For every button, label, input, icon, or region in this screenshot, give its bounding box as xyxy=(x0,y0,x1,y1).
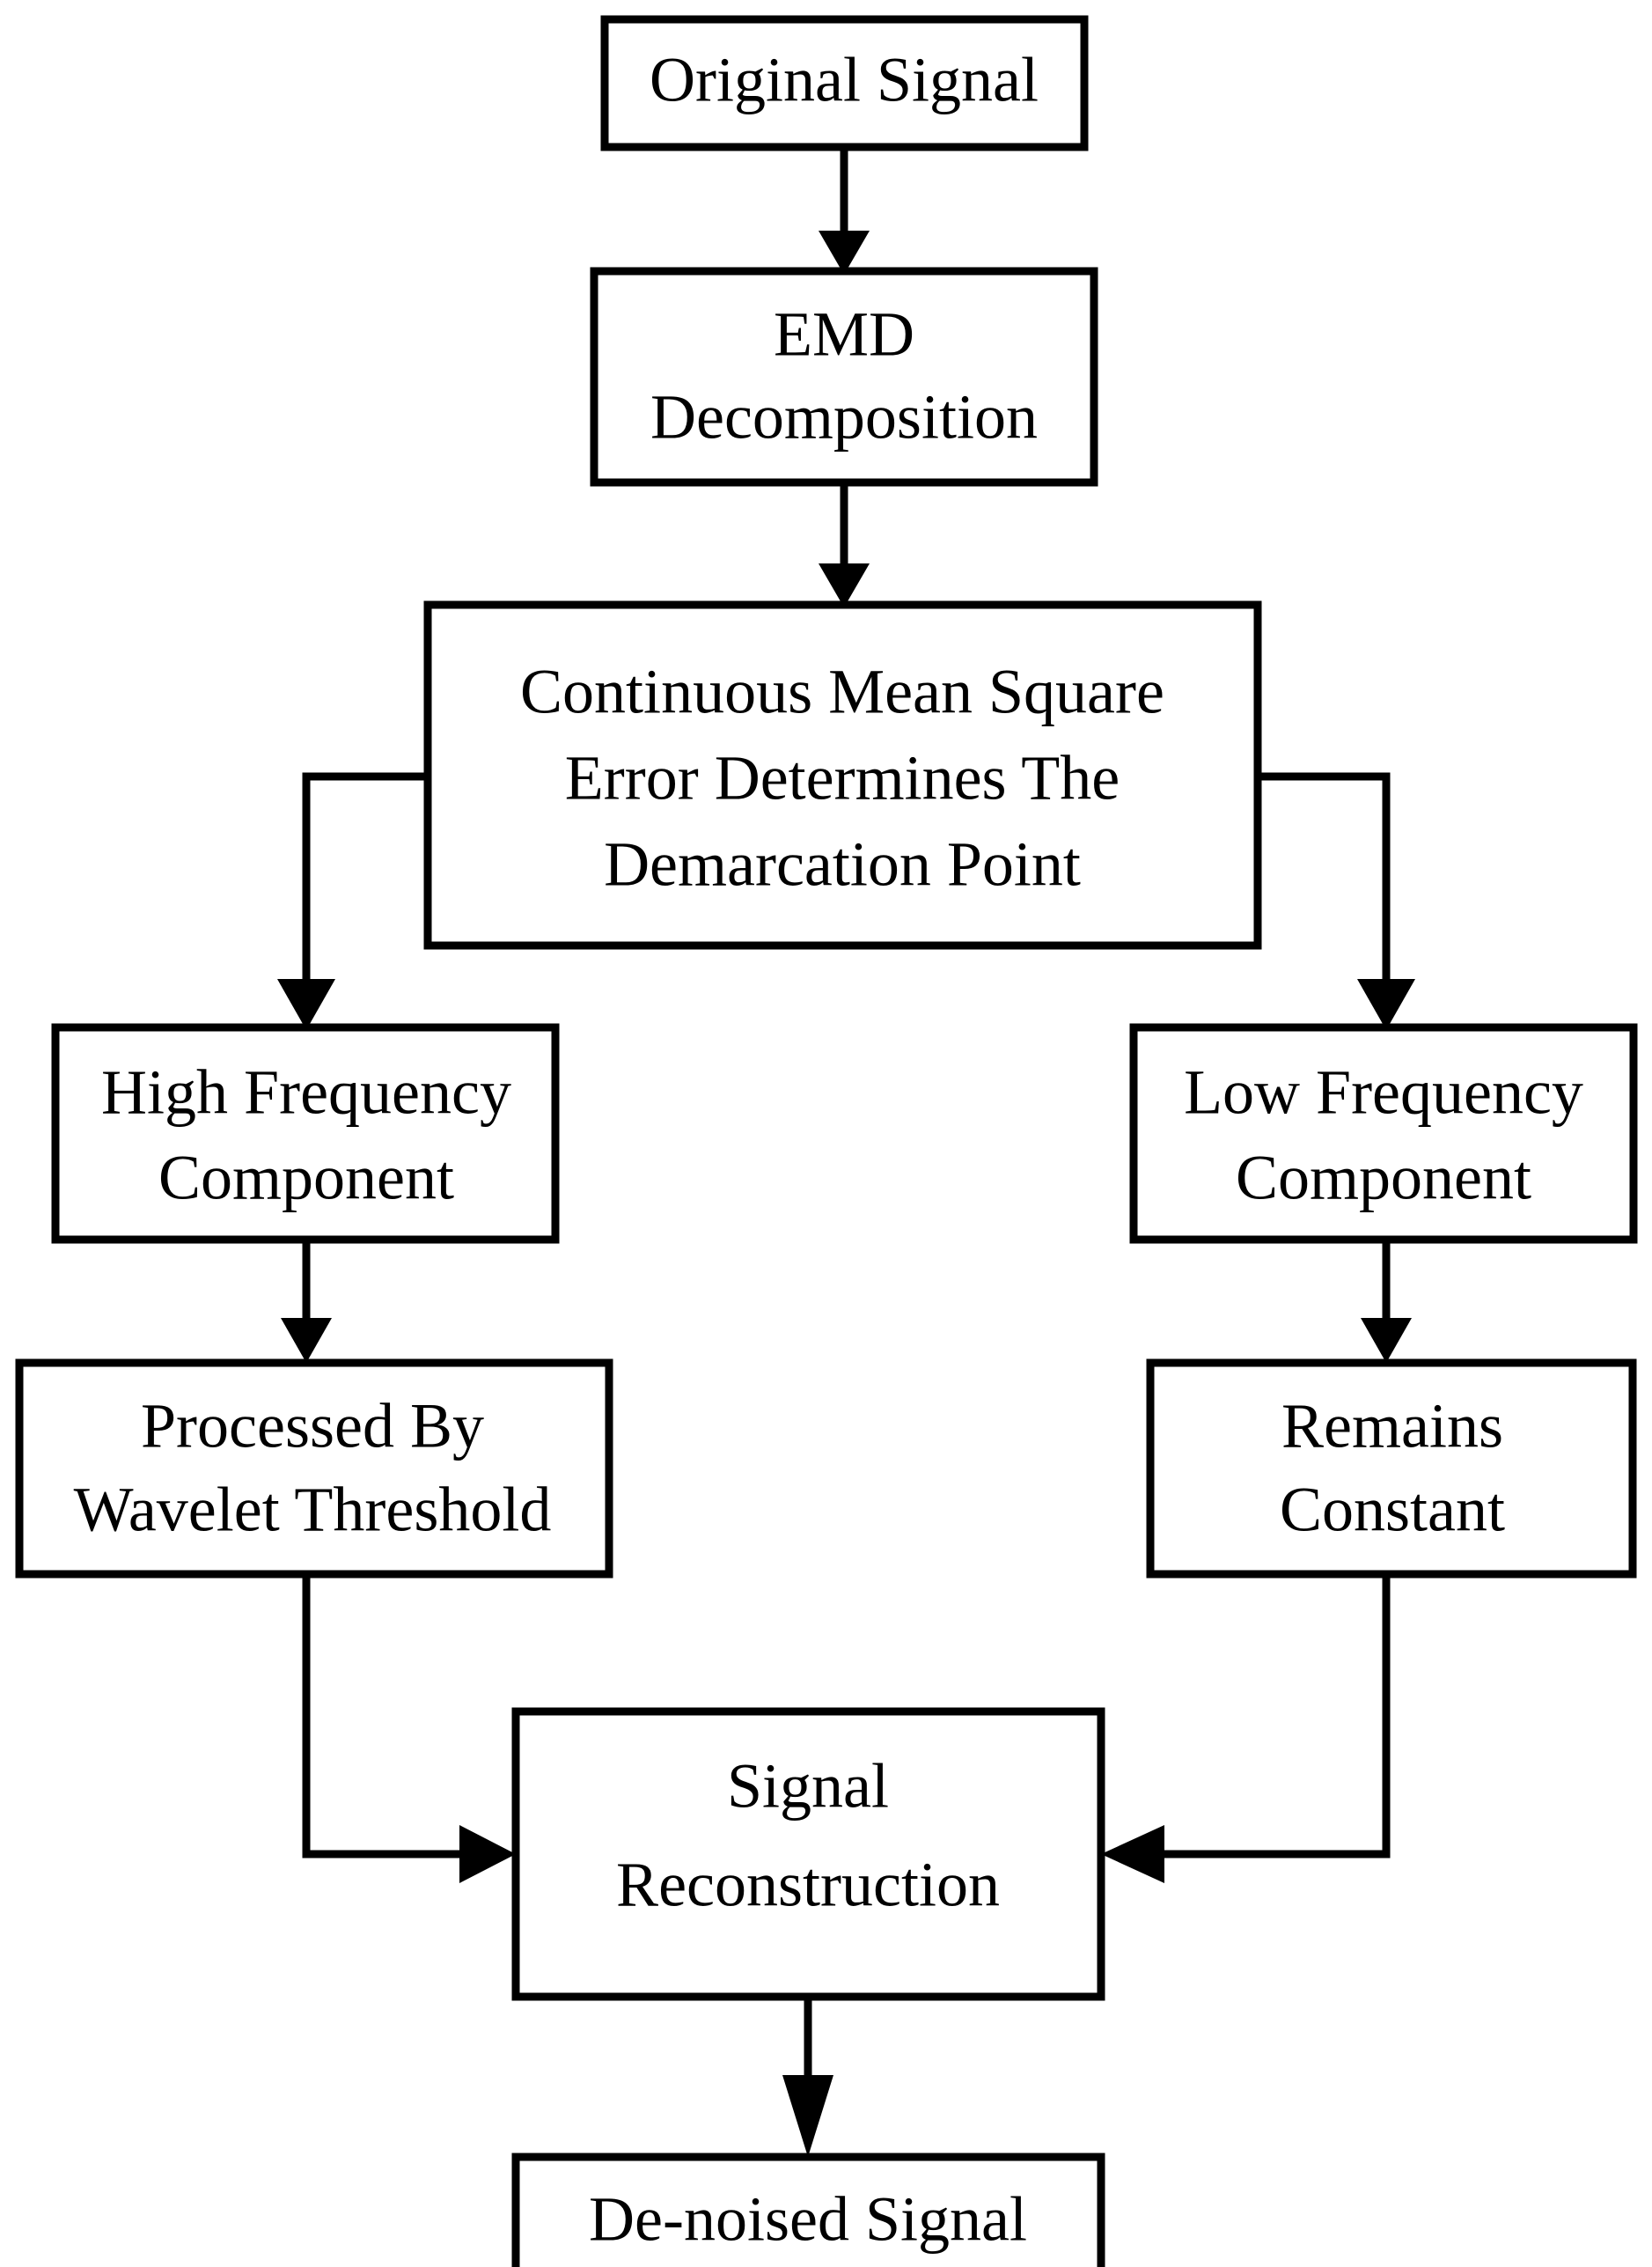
node-label-line2: Component xyxy=(1236,1143,1531,1213)
edge-cmse-to-high-frequency xyxy=(277,772,428,1030)
edge-remains-constant-to-signal-reconstruction xyxy=(1101,1574,1391,1883)
node-original-signal[interactable]: Original Signal xyxy=(600,15,1089,151)
node-box[interactable] xyxy=(1129,1023,1638,1244)
edge-high-frequency-to-wavelet-threshold xyxy=(281,1240,332,1363)
node-remains-constant[interactable]: Remains Constant xyxy=(1146,1358,1637,1579)
node-box[interactable] xyxy=(590,267,1098,487)
edge-cmse-to-low-frequency xyxy=(1258,772,1415,1030)
node-label-line1: Remains xyxy=(1281,1391,1503,1461)
node-label-line2: Constant xyxy=(1280,1475,1505,1545)
node-label-line1: Continuous Mean Square xyxy=(520,657,1164,727)
node-continuous-mean-square-error[interactable]: Continuous Mean Square Error Determines … xyxy=(423,600,1262,950)
node-label-line1: Processed By xyxy=(141,1391,484,1461)
arrow-head-down-icon xyxy=(1357,979,1415,1030)
node-label-line1: De-noised Signal xyxy=(589,2184,1027,2255)
node-de-noised-signal[interactable]: De-noised Signal xyxy=(511,2153,1105,2267)
node-label-line2: Component xyxy=(158,1143,454,1213)
node-label-line1: Original Signal xyxy=(650,45,1039,115)
node-box[interactable] xyxy=(511,2153,1105,2267)
arrow-head-down-icon xyxy=(782,2075,833,2157)
arrow-head-down-icon xyxy=(1361,1318,1412,1363)
arrow-head-down-icon xyxy=(277,979,335,1030)
node-label-line2: Error Determines The xyxy=(565,743,1120,813)
edge-low-frequency-to-remains-constant xyxy=(1361,1240,1412,1363)
edge-emd-to-cmse xyxy=(819,482,870,607)
node-label-line2: Wavelet Threshold xyxy=(74,1475,552,1545)
node-box[interactable] xyxy=(1146,1358,1637,1579)
node-box[interactable] xyxy=(423,600,1262,950)
node-processed-by-wavelet-threshold[interactable]: Processed By Wavelet Threshold xyxy=(15,1358,613,1579)
node-box[interactable] xyxy=(511,1707,1105,2001)
arrow-head-right-icon xyxy=(459,1825,516,1883)
node-label-line1: Low Frequency xyxy=(1184,1057,1583,1128)
edge-line xyxy=(302,1574,466,1858)
edge-signal-reconstruction-to-de-noised-signal xyxy=(782,1997,833,2157)
node-emd-decomposition[interactable]: EMD Decomposition xyxy=(590,267,1098,487)
node-label-line1: High Frequency xyxy=(101,1057,511,1128)
node-box[interactable] xyxy=(15,1358,613,1579)
node-label-line2: Reconstruction xyxy=(616,1850,1000,1920)
arrow-head-down-icon xyxy=(281,1318,332,1363)
edge-line xyxy=(302,772,428,986)
arrow-head-down-icon xyxy=(819,231,870,275)
edge-line xyxy=(1157,1574,1391,1858)
arrow-head-left-icon xyxy=(1101,1825,1164,1883)
arrow-head-down-icon xyxy=(819,563,870,607)
edge-wavelet-threshold-to-signal-reconstruction xyxy=(302,1574,516,1883)
edge-line xyxy=(1258,772,1391,986)
node-label-line1: Signal xyxy=(727,1751,889,1822)
node-label-line2: Decomposition xyxy=(650,382,1038,453)
node-label-line3: Demarcation Point xyxy=(604,829,1081,900)
node-label-line1: EMD xyxy=(774,299,914,370)
node-high-frequency-component[interactable]: High Frequency Component xyxy=(51,1023,560,1244)
edge-original-signal-to-emd xyxy=(819,147,870,275)
node-signal-reconstruction[interactable]: Signal Reconstruction xyxy=(511,1707,1105,2001)
node-box[interactable] xyxy=(51,1023,560,1244)
node-box[interactable] xyxy=(600,15,1089,151)
node-low-frequency-component[interactable]: Low Frequency Component xyxy=(1129,1023,1638,1244)
